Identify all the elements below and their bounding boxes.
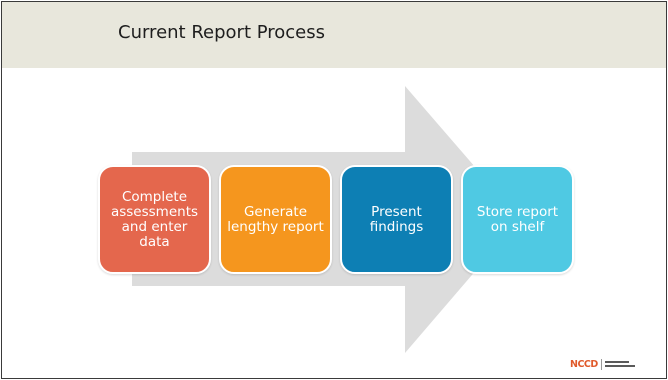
- logo-divider: [600, 358, 602, 370]
- nccd-logo: NCCD: [570, 357, 635, 371]
- logo-mark: NCCD: [570, 358, 598, 370]
- title-bar: Current Report Process: [2, 2, 666, 68]
- step-label: Generate lengthy report: [227, 203, 324, 235]
- step-present-findings: Present findings: [340, 165, 453, 274]
- step-label: Store report on shelf: [476, 203, 559, 235]
- step-label: Complete assessments and enter data: [110, 188, 199, 250]
- step-store-report: Store report on shelf: [461, 165, 574, 274]
- step-complete-assessments: Complete assessments and enter data: [98, 165, 211, 274]
- logo-tagline-graphic: [604, 361, 635, 367]
- step-label: Present findings: [369, 203, 424, 235]
- step-generate-report: Generate lengthy report: [219, 165, 332, 274]
- slide-title: Current Report Process: [118, 22, 325, 43]
